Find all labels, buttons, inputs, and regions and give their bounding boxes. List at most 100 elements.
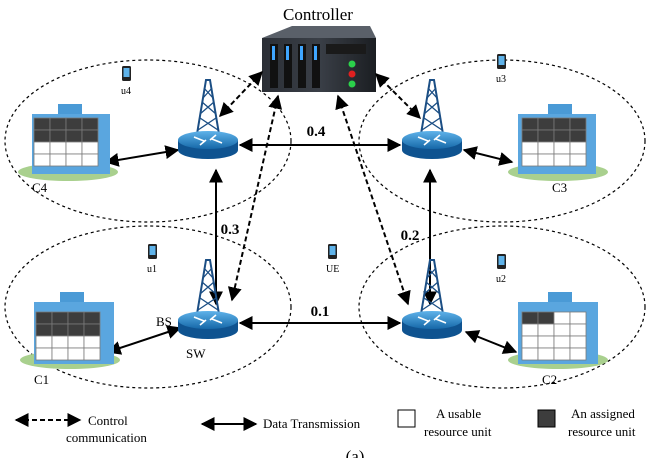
cell-boundary-c1 xyxy=(4,225,292,389)
usable-resource-unit xyxy=(83,347,101,361)
user-device-ue: UE xyxy=(326,244,339,275)
legend-data-label: Data Transmission xyxy=(263,416,361,431)
server-label-c1: C1 xyxy=(34,372,49,387)
router-icon xyxy=(402,311,462,339)
server-label-c3: C3 xyxy=(552,180,567,195)
links xyxy=(104,70,518,355)
tower-icon xyxy=(419,79,445,141)
server-label-c4: C4 xyxy=(32,180,48,195)
assigned-resource-unit xyxy=(81,129,99,143)
usable-resource-unit xyxy=(537,335,555,349)
usable-resource-unit xyxy=(569,347,587,361)
server-c2: C2 xyxy=(508,292,608,387)
control-link-c1 xyxy=(227,94,283,302)
assigned-resource-unit xyxy=(553,117,571,131)
server-c3: C3 xyxy=(508,104,608,195)
assigned-resource-unit xyxy=(569,117,587,131)
assigned-resource-unit xyxy=(33,117,51,131)
tower-icon xyxy=(195,79,221,141)
usable-resource-unit xyxy=(569,153,587,167)
tower-icon xyxy=(419,259,445,321)
cell-boundary-c2 xyxy=(358,225,646,389)
user-label-u3: u3 xyxy=(496,74,506,85)
user-label-u4: u4 xyxy=(121,86,131,97)
assigned-resource-unit xyxy=(65,117,83,131)
base-station-c1 xyxy=(178,259,238,339)
router-icon xyxy=(178,311,238,339)
cell-boundary-c3 xyxy=(358,59,646,223)
legend-usable-line1: A usable xyxy=(436,406,481,421)
assigned-resource-unit xyxy=(521,129,539,143)
assigned-resource-unit xyxy=(67,323,85,337)
controller-rack-icon xyxy=(262,26,376,92)
usable-resource-unit xyxy=(49,153,67,167)
server-label-c2: C2 xyxy=(542,372,557,387)
user-label-u1: u1 xyxy=(147,264,157,275)
legend-control-line2: communication xyxy=(66,430,147,445)
base-station-c4 xyxy=(178,79,238,159)
usable-resource-unit xyxy=(83,335,101,349)
assigned-resource-unit xyxy=(537,129,555,143)
usable-resource-unit xyxy=(35,335,53,349)
usable-resource-unit xyxy=(569,311,587,325)
assigned-resource-unit xyxy=(537,311,555,325)
weight-left: 0.3 xyxy=(221,222,240,238)
assigned-resource-unit xyxy=(65,129,83,143)
assigned-resource-unit xyxy=(537,117,555,131)
usable-resource-unit xyxy=(521,153,539,167)
assigned-resource-unit xyxy=(521,117,539,131)
usable-resource-unit xyxy=(553,311,571,325)
usable-resource-unit xyxy=(65,141,83,155)
router-icon xyxy=(402,131,462,159)
assigned-resource-unit xyxy=(569,129,587,143)
data-link-c4-server xyxy=(104,145,180,167)
figure-caption: (a) xyxy=(346,447,365,458)
usable-resource-unit xyxy=(537,347,555,361)
legend-assigned-line2: resource unit xyxy=(568,424,636,439)
usable-resource-unit xyxy=(553,335,571,349)
usable-resource-unit xyxy=(569,335,587,349)
assigned-resource-unit xyxy=(35,311,53,325)
usable-resource-unit xyxy=(521,323,539,337)
legend-usable-swatch xyxy=(397,409,416,428)
assigned-resource-unit xyxy=(49,117,67,131)
assigned-resource-unit xyxy=(51,323,69,337)
ue-label: UE xyxy=(326,264,339,275)
assigned-resource-unit xyxy=(51,311,69,325)
assigned-resource-unit xyxy=(49,129,67,143)
usable-resource-unit xyxy=(521,347,539,361)
assigned-resource-unit xyxy=(83,323,101,337)
user-label-u2: u2 xyxy=(496,274,506,285)
weight-right: 0.2 xyxy=(401,228,420,244)
usable-resource-unit xyxy=(67,335,85,349)
control-link-c2 xyxy=(335,94,411,306)
server-icon xyxy=(548,104,572,114)
data-link-c3-server xyxy=(462,146,514,166)
assigned-resource-unit xyxy=(83,311,101,325)
user-device-u3: u3 xyxy=(496,54,506,85)
assigned-resource-unit xyxy=(67,311,85,325)
user-devices: u4 u3 u1 u2 UE xyxy=(121,54,506,285)
usable-resource-unit xyxy=(81,141,99,155)
usable-resource-unit xyxy=(51,347,69,361)
usable-resource-unit xyxy=(537,153,555,167)
weight-bottom: 0.1 xyxy=(311,304,330,320)
legend: Control communication Data Transmission … xyxy=(14,406,636,445)
server-icon xyxy=(60,292,84,302)
usable-resource-unit xyxy=(553,347,571,361)
controller-label: Controller xyxy=(283,5,353,24)
user-device-u4: u4 xyxy=(121,66,131,97)
base-stations xyxy=(178,79,462,339)
usable-resource-unit xyxy=(67,347,85,361)
assigned-resource-unit xyxy=(35,323,53,337)
sw-label: SW xyxy=(186,346,206,361)
usable-resource-unit xyxy=(537,141,555,155)
router-icon xyxy=(178,131,238,159)
bs-label: BS xyxy=(156,314,172,329)
usable-resource-unit xyxy=(553,141,571,155)
server-icon xyxy=(548,292,572,302)
usable-resource-unit xyxy=(569,323,587,337)
base-station-c3 xyxy=(402,79,462,159)
usable-resource-unit xyxy=(49,141,67,155)
